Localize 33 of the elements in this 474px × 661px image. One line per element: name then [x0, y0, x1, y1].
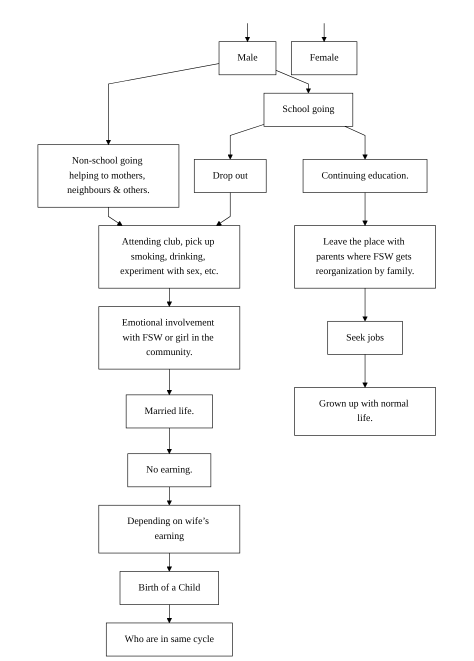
arrow	[228, 124, 265, 160]
arrow	[166, 288, 172, 307]
node-box: Male	[218, 41, 277, 76]
node-box: Continuing education.	[303, 159, 428, 193]
node-box: Seek jobs	[328, 320, 403, 355]
node-box: Emotional involvement with FSW or girl in the community.	[98, 306, 240, 370]
arrow	[166, 368, 172, 396]
arrow	[362, 192, 368, 226]
node-box: Grown up with normal life.	[294, 387, 436, 436]
node-box: Female	[291, 41, 358, 76]
node-box: School going	[264, 92, 354, 127]
arrow	[166, 428, 172, 454]
node-box: Depending on wife’s earning	[98, 504, 240, 554]
node-box: Leave the place with parents where FSW gets reorganization by family.	[294, 225, 436, 288]
node-box: Married life.	[126, 394, 214, 428]
arrow	[362, 354, 368, 388]
arrow	[245, 23, 250, 42]
arrow	[166, 486, 172, 506]
node-box: No earning.	[128, 453, 212, 488]
arrow	[362, 288, 368, 322]
arrow	[216, 192, 231, 226]
arrow	[166, 552, 172, 572]
arrow	[344, 126, 368, 160]
node-box: Non-school going helping to mothers, neighbours & others.	[38, 144, 180, 208]
node-box: Drop out	[194, 159, 267, 193]
node-box: Who are in same cycle	[106, 622, 233, 656]
arrow	[106, 63, 220, 145]
node-box: Attending club, pick up smoking, drinking, experiment with sex, etc.	[98, 225, 240, 288]
arrow	[166, 604, 172, 624]
arrow	[322, 23, 328, 42]
arrow	[276, 70, 312, 94]
node-box: Birth of a Child	[120, 571, 220, 605]
arrow	[108, 206, 123, 226]
